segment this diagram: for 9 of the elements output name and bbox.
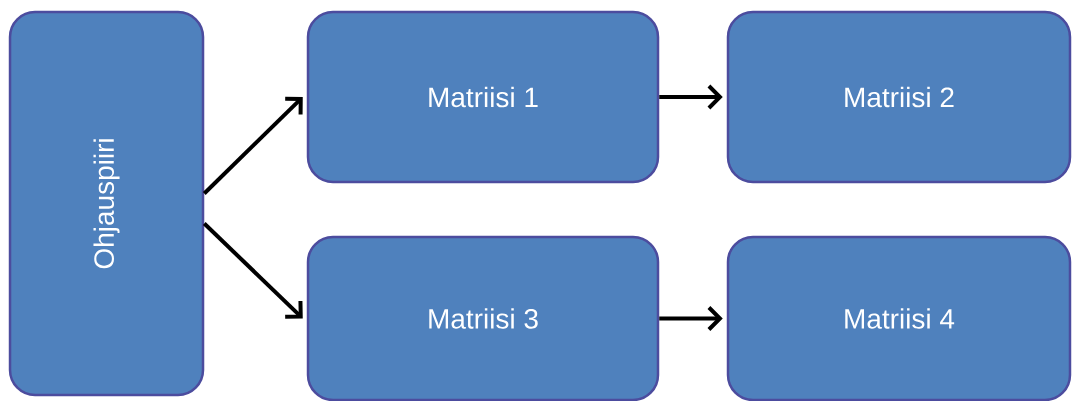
process-box: Matriisi 3 — [306, 235, 660, 401]
process-box: Ohjauspiiri — [8, 10, 205, 397]
process-box: Matriisi 2 — [726, 10, 1072, 184]
arrow — [202, 96, 303, 195]
arrow — [659, 84, 723, 110]
arrow — [659, 306, 723, 331]
process-box: Matriisi 1 — [306, 10, 660, 184]
arrow — [202, 222, 303, 319]
process-box: Matriisi 4 — [726, 235, 1072, 401]
